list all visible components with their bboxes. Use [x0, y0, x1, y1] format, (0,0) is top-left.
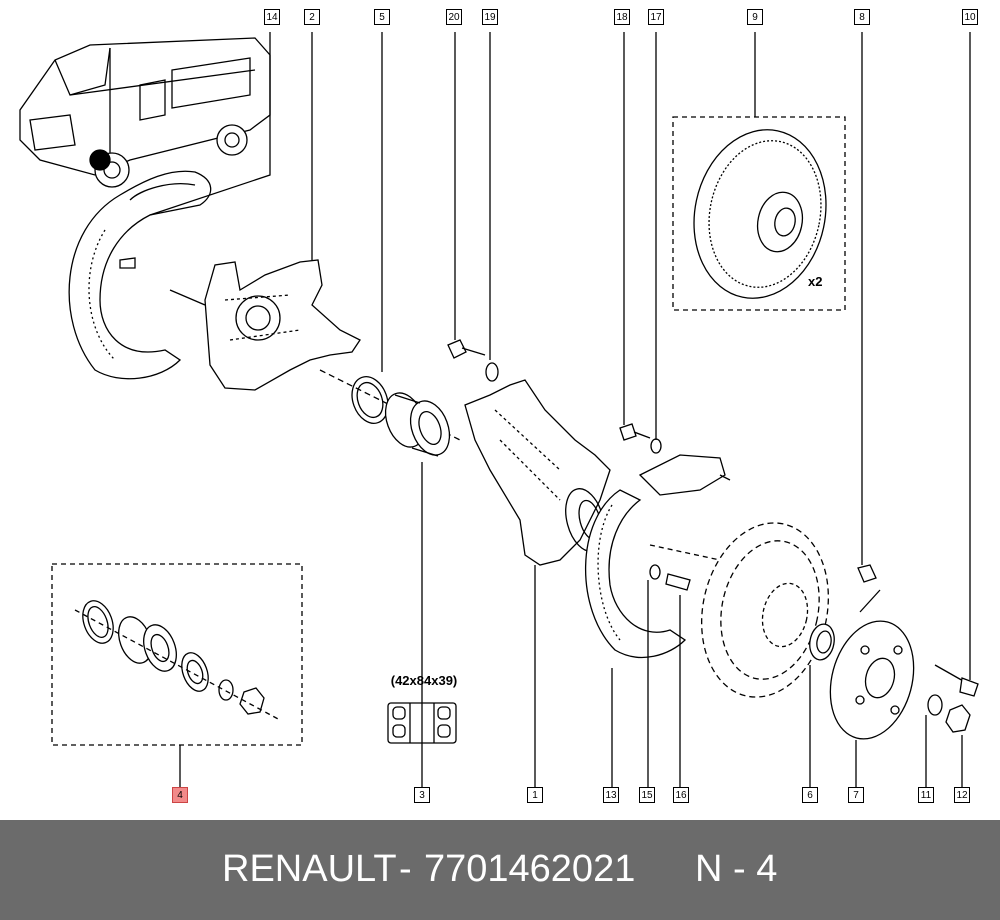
washer-17: [650, 32, 662, 454]
brake-disc-shield: [584, 489, 687, 787]
wheel-bearing: [384, 392, 451, 787]
bolt-20: [447, 32, 486, 359]
dust-shield-left: [68, 32, 271, 380]
brake-disc-dashed: [649, 522, 829, 698]
callout-3[interactable]: 3: [414, 787, 430, 803]
steering-knuckle: [169, 32, 361, 391]
callout-10[interactable]: 10: [962, 9, 978, 25]
bearing-size-label: (42x84x39): [390, 673, 458, 688]
footer-separator: -: [399, 848, 412, 890]
seal-6: [809, 623, 835, 787]
callout-1[interactable]: 1: [527, 787, 543, 803]
callout-14[interactable]: 14: [264, 9, 280, 25]
brake-shield-arm: [638, 454, 731, 496]
callout-4[interactable]: 4: [172, 787, 188, 803]
bolt-16: [665, 573, 691, 787]
callout-19[interactable]: 19: [482, 9, 498, 25]
disc-quantity-label: x2: [808, 274, 823, 289]
callout-11[interactable]: 11: [918, 787, 934, 803]
wheel-hub: [829, 620, 915, 787]
callout-12[interactable]: 12: [954, 787, 970, 803]
repair-kit-box: [51, 563, 303, 787]
footer-part-number: 7701462021: [424, 848, 636, 890]
callout-16[interactable]: 16: [673, 787, 689, 803]
footer-brand: RENAULT: [222, 848, 397, 890]
callout-9[interactable]: 9: [747, 9, 763, 25]
bolt-8: [857, 32, 881, 613]
van-illustration: [19, 37, 271, 188]
callout-15[interactable]: 15: [639, 787, 655, 803]
bolt-18: [619, 32, 651, 441]
callout-18[interactable]: 18: [614, 9, 630, 25]
washer-19: [485, 32, 499, 382]
callout-8[interactable]: 8: [854, 9, 870, 25]
callout-7[interactable]: 7: [848, 787, 864, 803]
exploded-parts-diagram: [19, 32, 979, 787]
callout-5[interactable]: 5: [374, 9, 390, 25]
nut-12: [945, 704, 971, 787]
callout-20[interactable]: 20: [446, 9, 462, 25]
footer-bar: RENAULT - 7701462021 N - 4: [0, 820, 1000, 920]
callout-17[interactable]: 17: [648, 9, 664, 25]
callout-13[interactable]: 13: [603, 787, 619, 803]
circlip: [319, 32, 461, 441]
bolt-10: [934, 32, 979, 697]
bearing-size-box: [387, 702, 457, 744]
bolt-15: [647, 564, 661, 787]
vented-disc-box: [672, 32, 846, 311]
washer-11: [925, 694, 943, 787]
callout-6[interactable]: 6: [802, 787, 818, 803]
footer-reference: N - 4: [695, 848, 778, 890]
callout-2[interactable]: 2: [304, 9, 320, 25]
